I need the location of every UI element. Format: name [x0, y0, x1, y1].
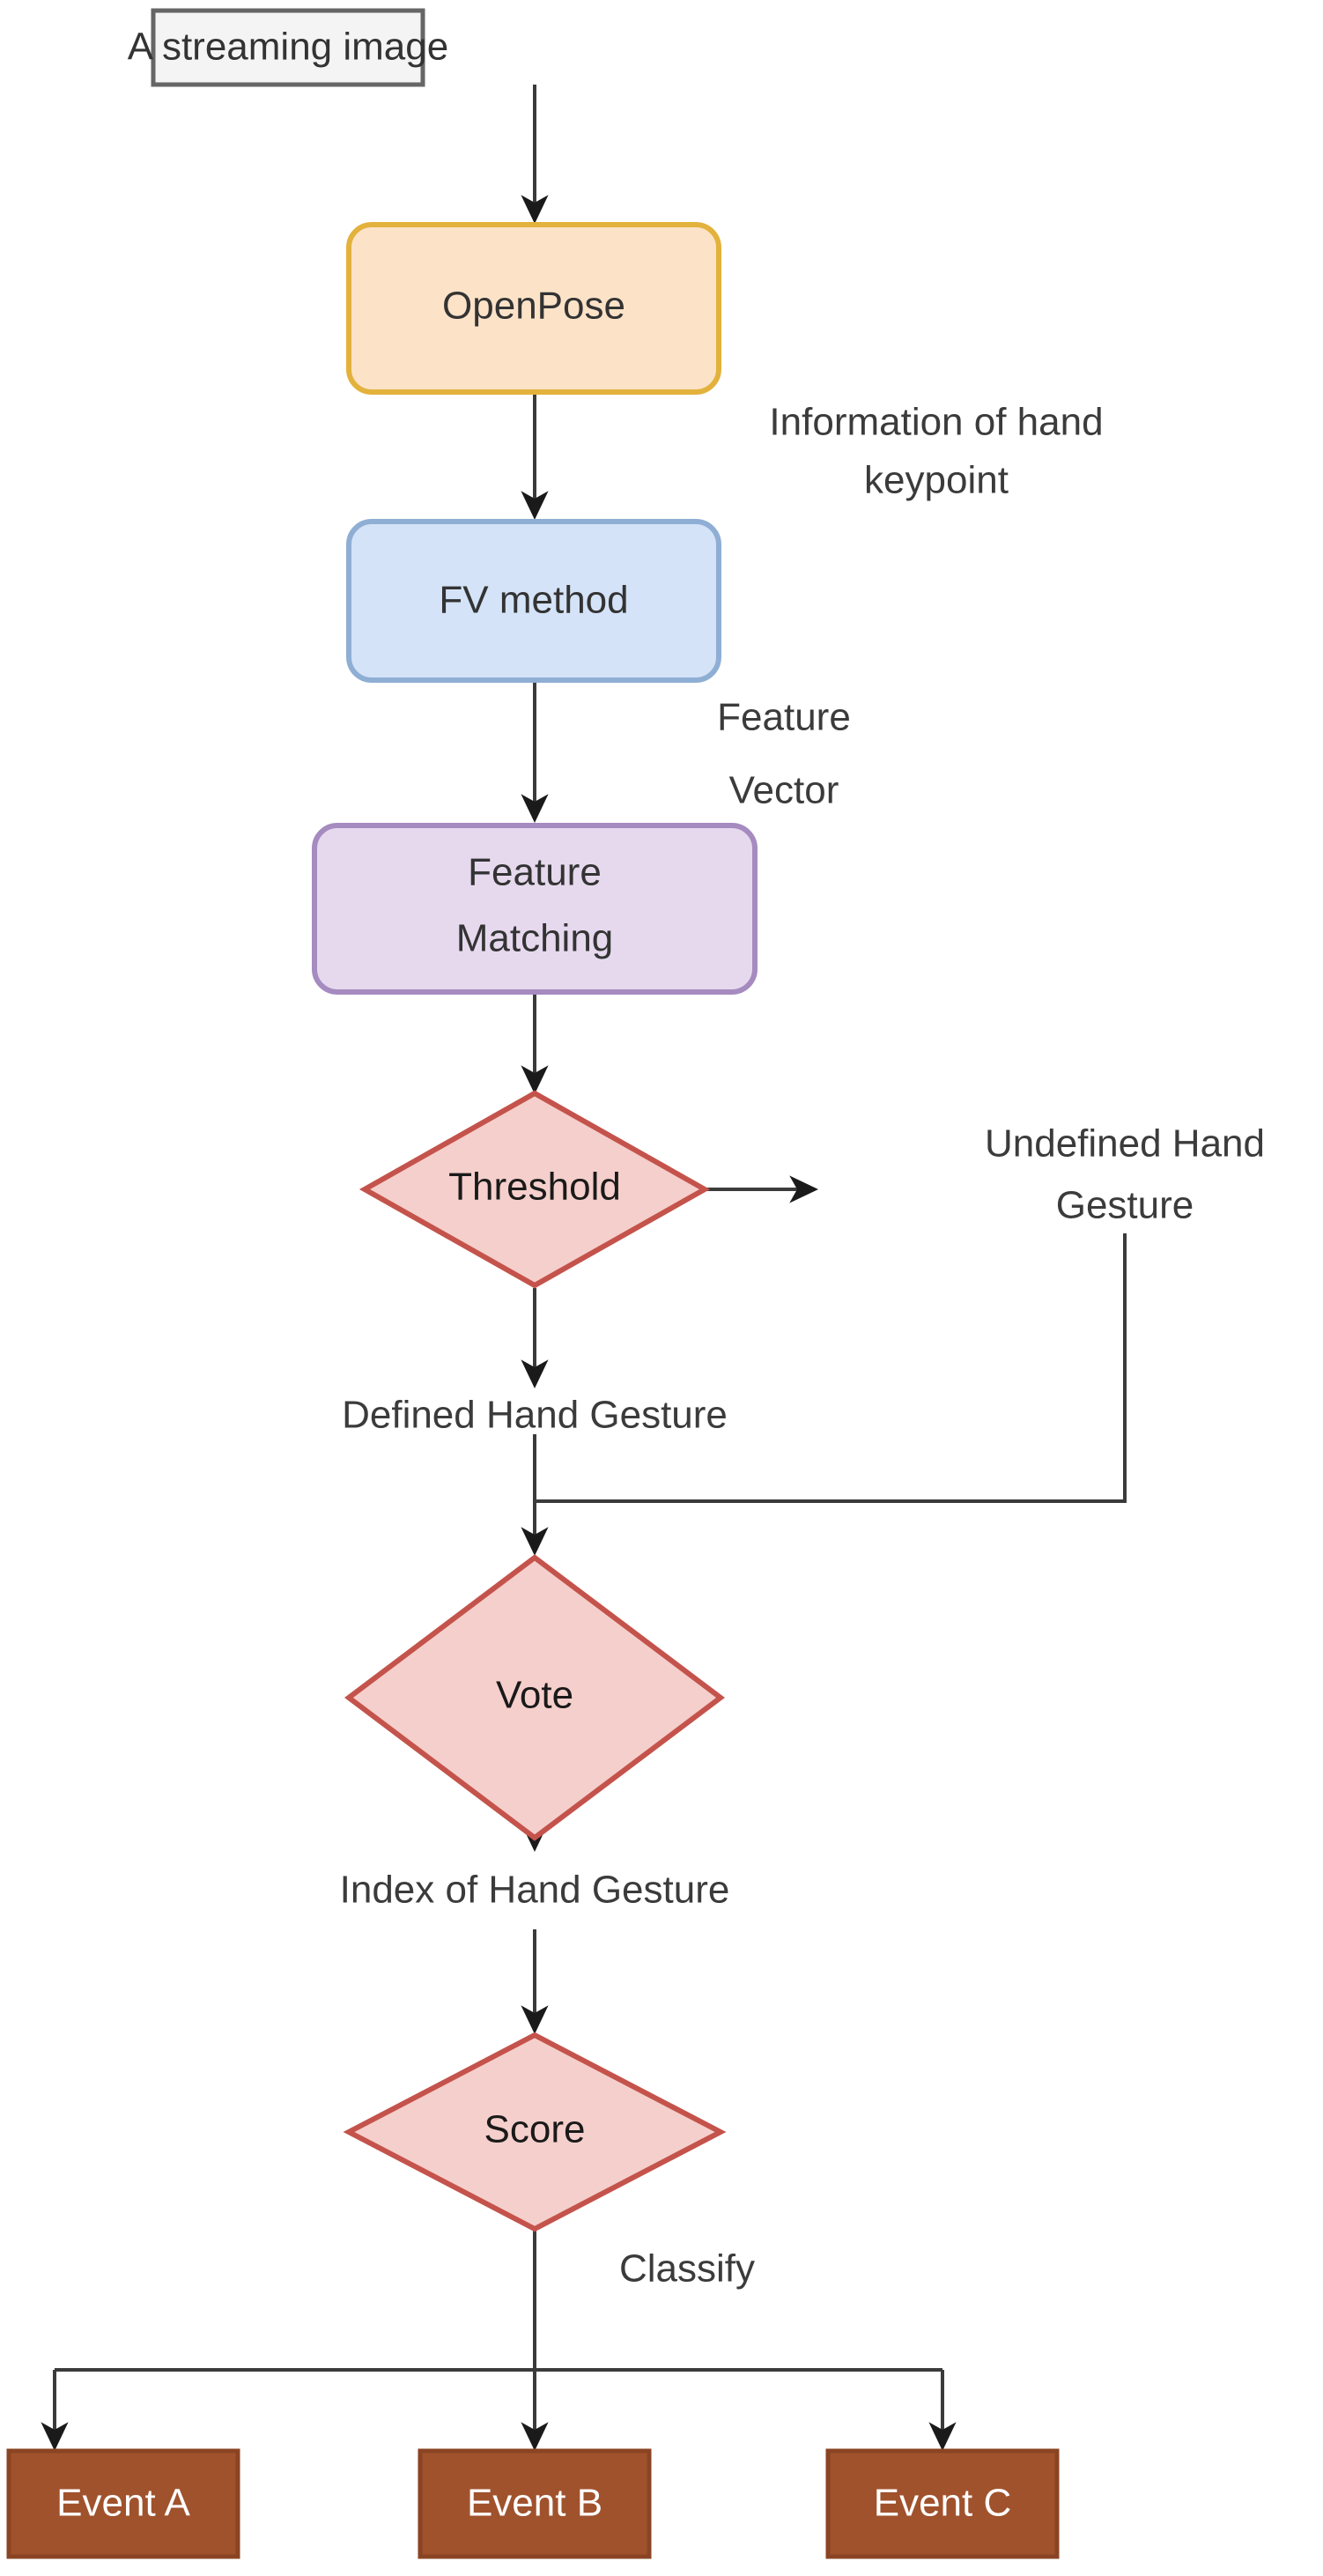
node-streaming-image[interactable]: A streaming image — [128, 8, 448, 87]
score-label: Score — [484, 2108, 586, 2151]
feature-vector-line1: Feature — [717, 696, 851, 739]
node-fv-method[interactable]: FV method — [346, 519, 721, 683]
connector-layer — [41, 85, 1127, 2452]
feature-matching-label-line1: Feature — [468, 851, 602, 894]
edge-label-feature-vector: Feature Vector — [717, 696, 851, 812]
feature-matching-shape[interactable] — [312, 823, 758, 995]
node-event-b[interactable]: Event B — [418, 2448, 652, 2559]
node-feature-matching[interactable]: Feature Matching — [312, 823, 758, 995]
threshold-label: Threshold — [448, 1166, 621, 1209]
node-vote[interactable]: Vote — [344, 1554, 725, 1841]
event-b-shape[interactable] — [418, 2448, 652, 2559]
event-b-label: Event B — [467, 2482, 602, 2525]
vote-label: Vote — [496, 1674, 573, 1717]
undefined-hand-gesture-line2: Gesture — [1056, 1184, 1194, 1227]
fv-method-shape[interactable] — [346, 519, 721, 683]
node-threshold[interactable]: Threshold — [358, 1090, 711, 1289]
streaming-image-label: A streaming image — [128, 26, 448, 69]
event-a-shape[interactable] — [6, 2448, 240, 2559]
vote-shape[interactable] — [344, 1554, 725, 1841]
event-c-label: Event C — [874, 2482, 1012, 2525]
event-c-shape[interactable] — [825, 2448, 1060, 2559]
fv-method-label: FV method — [439, 579, 628, 622]
node-event-c[interactable]: Event C — [825, 2448, 1060, 2559]
streaming-image-shape[interactable] — [151, 8, 425, 87]
event-a-label: Event A — [56, 2482, 190, 2525]
edge-label-defined-hand-gesture: Defined Hand Gesture — [342, 1394, 728, 1437]
undefined-hand-gesture-line1: Undefined Hand — [985, 1122, 1265, 1166]
node-openpose[interactable]: OpenPose — [346, 222, 721, 395]
classify-label: Classify — [619, 2247, 755, 2291]
defined-hand-gesture-label: Defined Hand Gesture — [342, 1394, 728, 1437]
edge-label-index-of-hand-gesture: Index of Hand Gesture — [340, 1869, 730, 1912]
threshold-shape[interactable] — [358, 1090, 711, 1289]
openpose-shape[interactable] — [346, 222, 721, 395]
information-keypoint-line1: Information of hand — [769, 401, 1103, 444]
score-shape[interactable] — [343, 2032, 727, 2232]
edge-undefined-feedback — [535, 1233, 1127, 1503]
information-keypoint-line2: keypoint — [864, 459, 1009, 502]
node-event-a[interactable]: Event A — [6, 2448, 240, 2559]
index-of-hand-gesture-label: Index of Hand Gesture — [340, 1869, 730, 1912]
node-score[interactable]: Score — [343, 2032, 727, 2232]
feature-matching-label-line2: Matching — [456, 917, 614, 960]
edge-label-information-of-hand-keypoint: Information of hand keypoint — [769, 401, 1103, 502]
edge-label-undefined-hand-gesture: Undefined Hand Gesture — [985, 1122, 1265, 1227]
edge-label-classify: Classify — [619, 2247, 755, 2291]
feature-vector-line2: Vector — [729, 769, 839, 812]
openpose-label: OpenPose — [442, 285, 625, 328]
